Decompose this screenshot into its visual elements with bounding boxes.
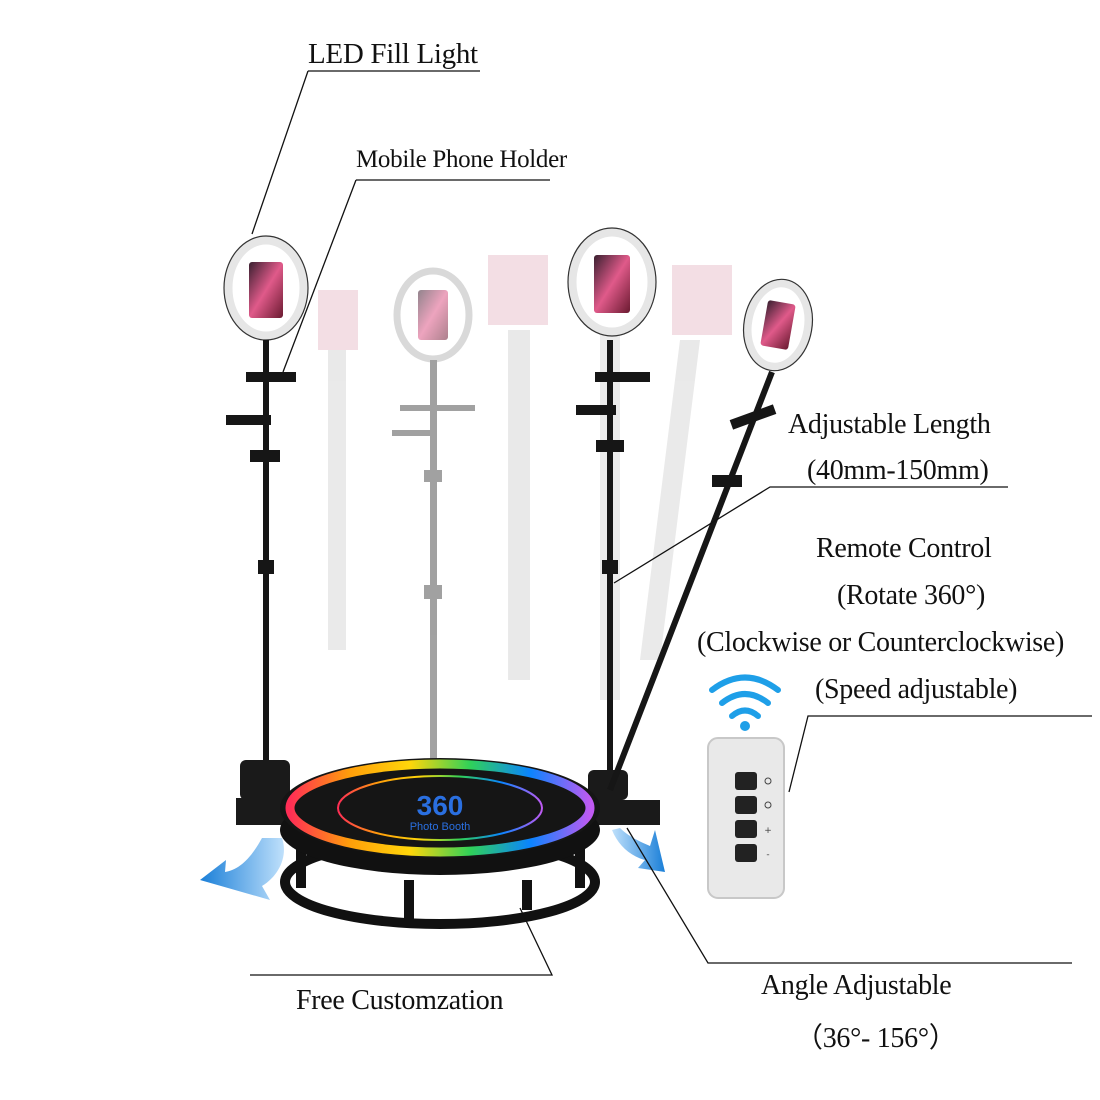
minus-icon: - (766, 850, 769, 860)
leader-lines (250, 70, 1092, 976)
right-pole (567, 227, 657, 800)
rotate-label: (Rotate 360°) (837, 580, 986, 611)
adjustable-length-range-label: (40mm-150mm) (807, 455, 989, 486)
direction-label: (Clockwise or Counterclockwise) (697, 627, 1065, 658)
speed-label: (Speed adjustable) (815, 674, 1018, 705)
center-pole (392, 267, 475, 780)
wifi-signal-icon (709, 674, 781, 693)
tilted-pole (607, 278, 814, 792)
led-fill-light-label: LED Fill Light (308, 38, 478, 70)
angle-range-label: （36°- 156°） (795, 1023, 957, 1054)
platform-logo: 360 (417, 790, 464, 821)
plus-icon: + (764, 826, 772, 836)
mobile-phone-holder-label: Mobile Phone Holder (356, 146, 567, 173)
platform-subtext: Photo Booth (410, 821, 471, 833)
free-customization-label: Free Customzation (296, 985, 504, 1016)
angle-adjustable-label: Angle Adjustable (761, 970, 952, 1001)
remote-control: + - (707, 674, 785, 899)
power-icon (764, 777, 772, 785)
rotate-icon (764, 801, 772, 809)
rotating-platform: 360 Photo Booth (236, 758, 660, 929)
adjustable-length-label: Adjustable Length (788, 409, 991, 440)
remote-control-label: Remote Control (816, 533, 992, 564)
left-pole (223, 235, 309, 800)
rotate-arrow-right-icon (612, 828, 665, 872)
rotate-arrow-left-icon (200, 838, 284, 900)
